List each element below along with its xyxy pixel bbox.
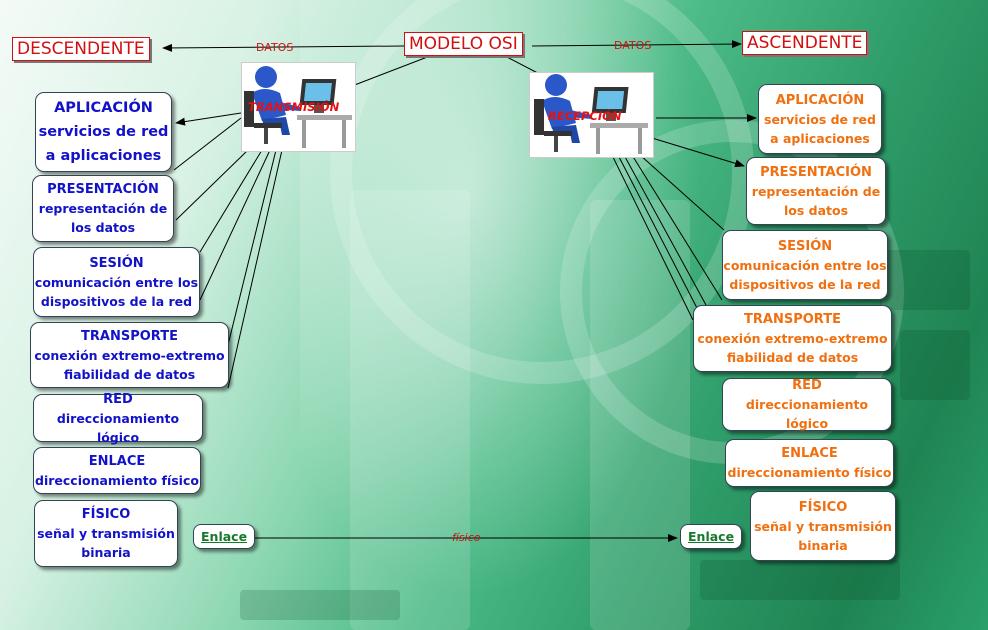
right-layer-red: RED direccionamiento lógico [722,378,892,431]
enlace-left-link[interactable]: Enlace [193,524,256,549]
line-left-enlace [227,149,283,389]
left-layer-title: ENLACE [88,453,146,469]
left-layer-title: RED [103,391,133,407]
right-layer-desc: fiabilidad de datos [726,350,859,365]
background-bar [880,250,970,310]
datos-right-label: DATOS [614,39,652,52]
left-layer-enlace: ENLACE direccionamiento físico [33,447,201,494]
right-layer-title: TRANSPORTE [744,312,841,327]
left-layer-desc: los datos [70,220,136,235]
arrow-to-right-presentacion [651,137,745,168]
left-layer-sesion: SESIÓN comunicación entre los dispositiv… [33,247,200,317]
recepcion-label: RECEPCIÓN [548,109,622,123]
right-layer-sesion: SESIÓN comunicación entre los dispositiv… [722,230,888,300]
right-layer-desc: comunicación entre los [723,257,887,273]
left-layer-transporte: TRANSPORTE conexión extremo-extremo fiab… [30,322,229,388]
line-left-transporte-a [199,149,263,253]
left-layer-desc: a aplicaciones [45,148,162,164]
left-layer-title: PRESENTACIÓN [47,182,159,197]
left-layer-aplicacion: APLICACIÓN servicios de red a aplicacion… [35,92,172,172]
left-layer-desc: señal y transmisión [37,526,175,541]
left-layer-desc: fiabilidad de datos [63,366,196,382]
right-layer-title: APLICACIÓN [775,92,865,108]
right-layer-desc: direccionamiento lógico [745,397,869,431]
left-layer-title: SESIÓN [89,255,144,271]
left-layer-desc: conexión extremo-extremo [34,347,225,363]
background-bar [590,200,690,630]
left-layer-desc: direccionamiento físico [35,472,199,488]
arrow-to-ascendente [531,40,742,49]
line-right-red [617,154,699,311]
right-layer-desc: conexión extremo-extremo [697,331,888,346]
modelo-osi-title: MODELO OSI [404,32,523,56]
left-layer-desc: comunicación entre los [34,274,199,290]
background-bar [900,330,970,400]
line-left-red [227,149,277,346]
line-right-enlace [611,154,694,321]
left-layer-desc: direccionamiento lógico [56,410,180,445]
line-left-presentacion [173,117,242,171]
transmision-clipart [241,62,356,152]
right-layer-desc: señal y transmisión [754,518,892,534]
fisico-label: físico [452,531,481,544]
person-at-computer-icon [244,66,352,148]
left-layer-desc: representación de [38,201,168,216]
right-layer-title: FÍSICO [798,499,848,515]
line-title-to-transmision [351,55,431,87]
transmision-label: TRANSMISIÓN [248,100,340,114]
background-bar [350,190,470,630]
line-left-transporte-b [199,149,271,301]
right-layer-transporte: TRANSPORTE conexión extremo-extremo fiab… [693,305,892,372]
line-right-sesion [639,154,725,231]
right-layer-fisico: FÍSICO señal y transmisión binaria [750,491,896,561]
left-layer-title: FÍSICO [81,507,131,522]
arrow-to-descendente [162,43,405,52]
left-layer-title: APLICACIÓN [54,100,153,116]
left-layer-desc: dispositivos de la red [40,293,193,309]
background-bar [700,560,900,600]
left-layer-desc: servicios de red [38,124,169,140]
left-layer-presentacion: PRESENTACIÓN representación de los datos [32,175,174,242]
line-right-transporte [623,154,707,306]
recepcion-clipart [529,72,654,158]
right-layer-title: SESIÓN [777,238,833,254]
ascendente-title: ASCENDENTE [742,31,868,55]
line-left-sesion [175,149,249,221]
right-layer-title: RED [792,378,822,393]
background-bar [240,590,400,620]
right-layer-desc: binaria [798,537,848,553]
left-layer-fisico: FÍSICO señal y transmisión binaria [34,500,178,567]
right-layer-desc: dispositivos de la red [729,276,881,292]
person-at-computer-icon [534,74,648,154]
right-layer-title: PRESENTACIÓN [760,164,872,180]
datos-left-label: DATOS [256,41,294,54]
left-layer-desc: binaria [81,545,131,560]
right-layer-desc: representación de [751,183,881,199]
right-layer-desc: direccionamiento físico [727,465,892,480]
right-layer-enlace: ENLACE direccionamiento físico [725,439,894,487]
right-layer-desc: a aplicaciones [770,130,870,146]
right-layer-desc: servicios de red [764,111,876,127]
right-layer-title: ENLACE [781,446,838,461]
descendente-title: DESCENDENTE [12,37,150,61]
right-layer-presentacion: PRESENTACIÓN representación de los datos [746,157,886,225]
right-layer-desc: los datos [783,202,849,218]
left-layer-red: RED direccionamiento lógico [33,392,203,445]
enlace-right-link[interactable]: Enlace [680,524,743,549]
left-layer-title: TRANSPORTE [81,328,178,344]
arrow-to-left-aplicacion [175,112,242,126]
line-right-sesion-b [631,154,723,301]
right-layer-aplicacion: APLICACIÓN servicios de red a aplicacion… [758,84,882,154]
